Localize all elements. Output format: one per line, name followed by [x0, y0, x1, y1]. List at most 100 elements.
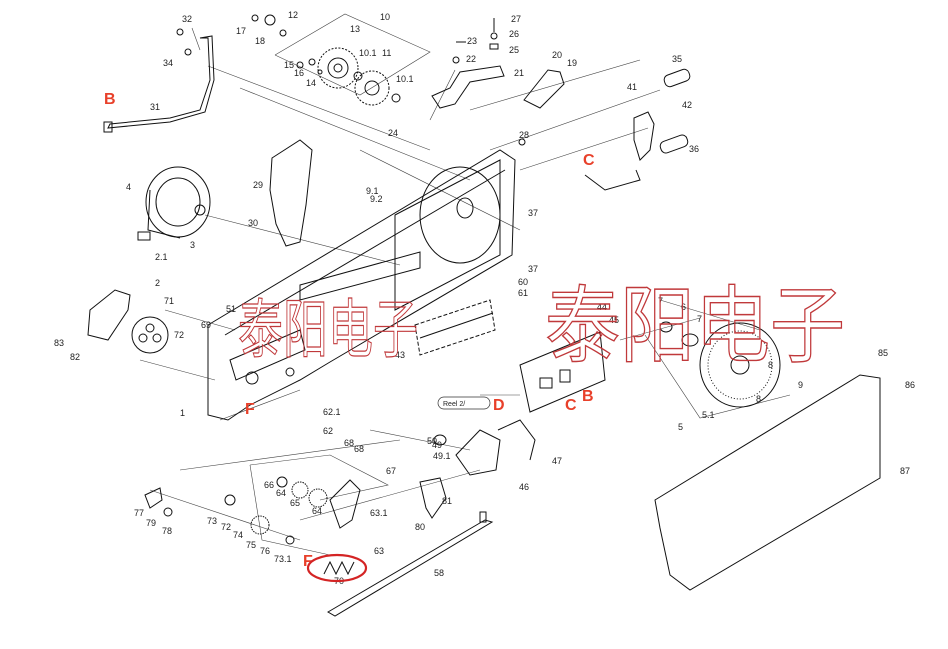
part-label-p37b: 37: [528, 264, 538, 274]
part-label-p621: 62.1: [323, 407, 341, 417]
part-label-p81: 81: [442, 496, 452, 506]
part-label-p8b: 8: [756, 394, 761, 404]
part-label-p68b: 68: [354, 444, 364, 454]
part-label-p2: 2: [155, 278, 160, 288]
part-label-p18: 18: [255, 36, 265, 46]
part-gear-set-63: [224, 476, 361, 545]
part-label-p60: 60: [518, 277, 528, 287]
part-label-p73: 73: [207, 516, 217, 526]
part-spring-70: [323, 560, 355, 576]
part-rail-58: [327, 511, 494, 617]
part-label-p86: 86: [905, 380, 915, 390]
part-label-p78: 78: [162, 526, 172, 536]
part-label-p44: 44: [597, 302, 607, 312]
part-shafts-35-36: [659, 68, 691, 154]
watermark: 泰阳电子 泰阳电子: [237, 276, 845, 375]
callout-c-right: C: [583, 152, 595, 169]
part-label-p51: 51: [226, 304, 236, 314]
part-label-p92: 9.2: [370, 194, 383, 204]
part-label-p76: 76: [260, 546, 270, 556]
part-label-p5: 5: [678, 422, 683, 432]
part-label-p31: 31: [150, 102, 160, 112]
part-label-p17: 17: [236, 26, 246, 36]
part-label-p101a: 10.1: [359, 48, 377, 58]
reel-tag: Reel 2/: [437, 396, 491, 410]
part-label-p62: 62: [323, 426, 333, 436]
part-label-p9: 9: [798, 380, 803, 390]
part-label-p19: 19: [567, 58, 577, 68]
part-label-p42: 42: [682, 100, 692, 110]
part-label-p67: 67: [386, 466, 396, 476]
part-disc-71: [131, 316, 169, 354]
reel-tag-label: Reel 2/: [443, 401, 465, 408]
part-label-p64b: 64: [312, 506, 322, 516]
part-cover-82: [87, 289, 131, 341]
part-label-p24: 24: [388, 128, 398, 138]
part-label-p43: 43: [395, 350, 405, 360]
callout-c-pcb: C: [565, 397, 577, 414]
part-label-p12: 12: [288, 10, 298, 20]
part-label-p47: 47: [552, 456, 562, 466]
part-label-p71: 71: [164, 296, 174, 306]
part-label-p91: 9.1: [366, 186, 379, 196]
part-label-p80: 80: [415, 522, 425, 532]
part-label-p4: 4: [126, 182, 131, 192]
part-label-p64a: 64: [276, 488, 286, 498]
part-label-p22: 22: [466, 54, 476, 64]
part-gear-13: [317, 47, 359, 89]
part-label-p7a: 7: [658, 296, 663, 306]
part-label-p23: 23: [467, 36, 477, 46]
part-small-screws-top: [176, 14, 526, 146]
part-label-p87: 87: [900, 466, 910, 476]
part-label-p491: 49.1: [433, 451, 451, 461]
part-label-p79: 79: [146, 518, 156, 528]
part-lever-80: [419, 477, 447, 519]
callout-b-left: B: [104, 91, 116, 108]
part-label-p35: 35: [672, 54, 682, 64]
part-label-p10: 10: [380, 12, 390, 22]
part-label-p15: 15: [284, 60, 294, 70]
part-label-p72: 72: [174, 330, 184, 340]
part-label-p69: 69: [201, 320, 211, 330]
part-label-p631: 63.1: [370, 508, 388, 518]
part-label-p77: 77: [134, 508, 144, 518]
part-label-p74: 74: [233, 530, 243, 540]
part-label-p14: 14: [306, 78, 316, 88]
part-bracket-31: [103, 35, 215, 133]
callout-f-frame: F: [245, 401, 255, 418]
part-label-p66: 66: [264, 480, 274, 490]
part-label-p26: 26: [509, 29, 519, 39]
part-label-p30: 30: [248, 218, 258, 228]
part-label-p63: 63: [374, 546, 384, 556]
watermark-large: 泰阳电子: [545, 277, 845, 375]
part-label-p6: 6: [681, 302, 686, 312]
part-label-p82: 82: [70, 352, 80, 362]
callout-d: D: [493, 397, 505, 414]
part-label-p46: 46: [519, 482, 529, 492]
part-label-p1: 1: [180, 408, 185, 418]
part-label-p21b: 2.1: [155, 252, 168, 262]
part-unit-49: [433, 419, 536, 476]
part-label-p16: 16: [294, 68, 304, 78]
part-label-p11: 11: [382, 48, 391, 58]
part-pcb-44: [519, 331, 606, 413]
part-label-p32: 32: [182, 14, 192, 24]
callouts: B C B C D F F: [104, 91, 595, 570]
callout-b-pcb: B: [582, 388, 594, 405]
part-side-panel-85: [654, 374, 881, 591]
part-label-p27: 27: [511, 14, 521, 24]
part-label-p41: 41: [627, 82, 637, 92]
part-label-p21: 21: [514, 68, 524, 78]
part-label-p13: 13: [350, 24, 360, 34]
part-label-p20: 20: [552, 50, 562, 60]
highlight-ellipse: [306, 553, 368, 583]
part-label-p3: 3: [190, 240, 195, 250]
part-label-p25: 25: [509, 45, 519, 55]
callout-f-spring: F: [303, 553, 313, 570]
part-label-p61: 61: [518, 288, 528, 298]
part-motor-2: [137, 166, 211, 241]
part-label-p58: 58: [434, 568, 444, 578]
part-label-p101b: 10.1: [396, 74, 414, 84]
part-label-p37a: 37: [528, 208, 538, 218]
